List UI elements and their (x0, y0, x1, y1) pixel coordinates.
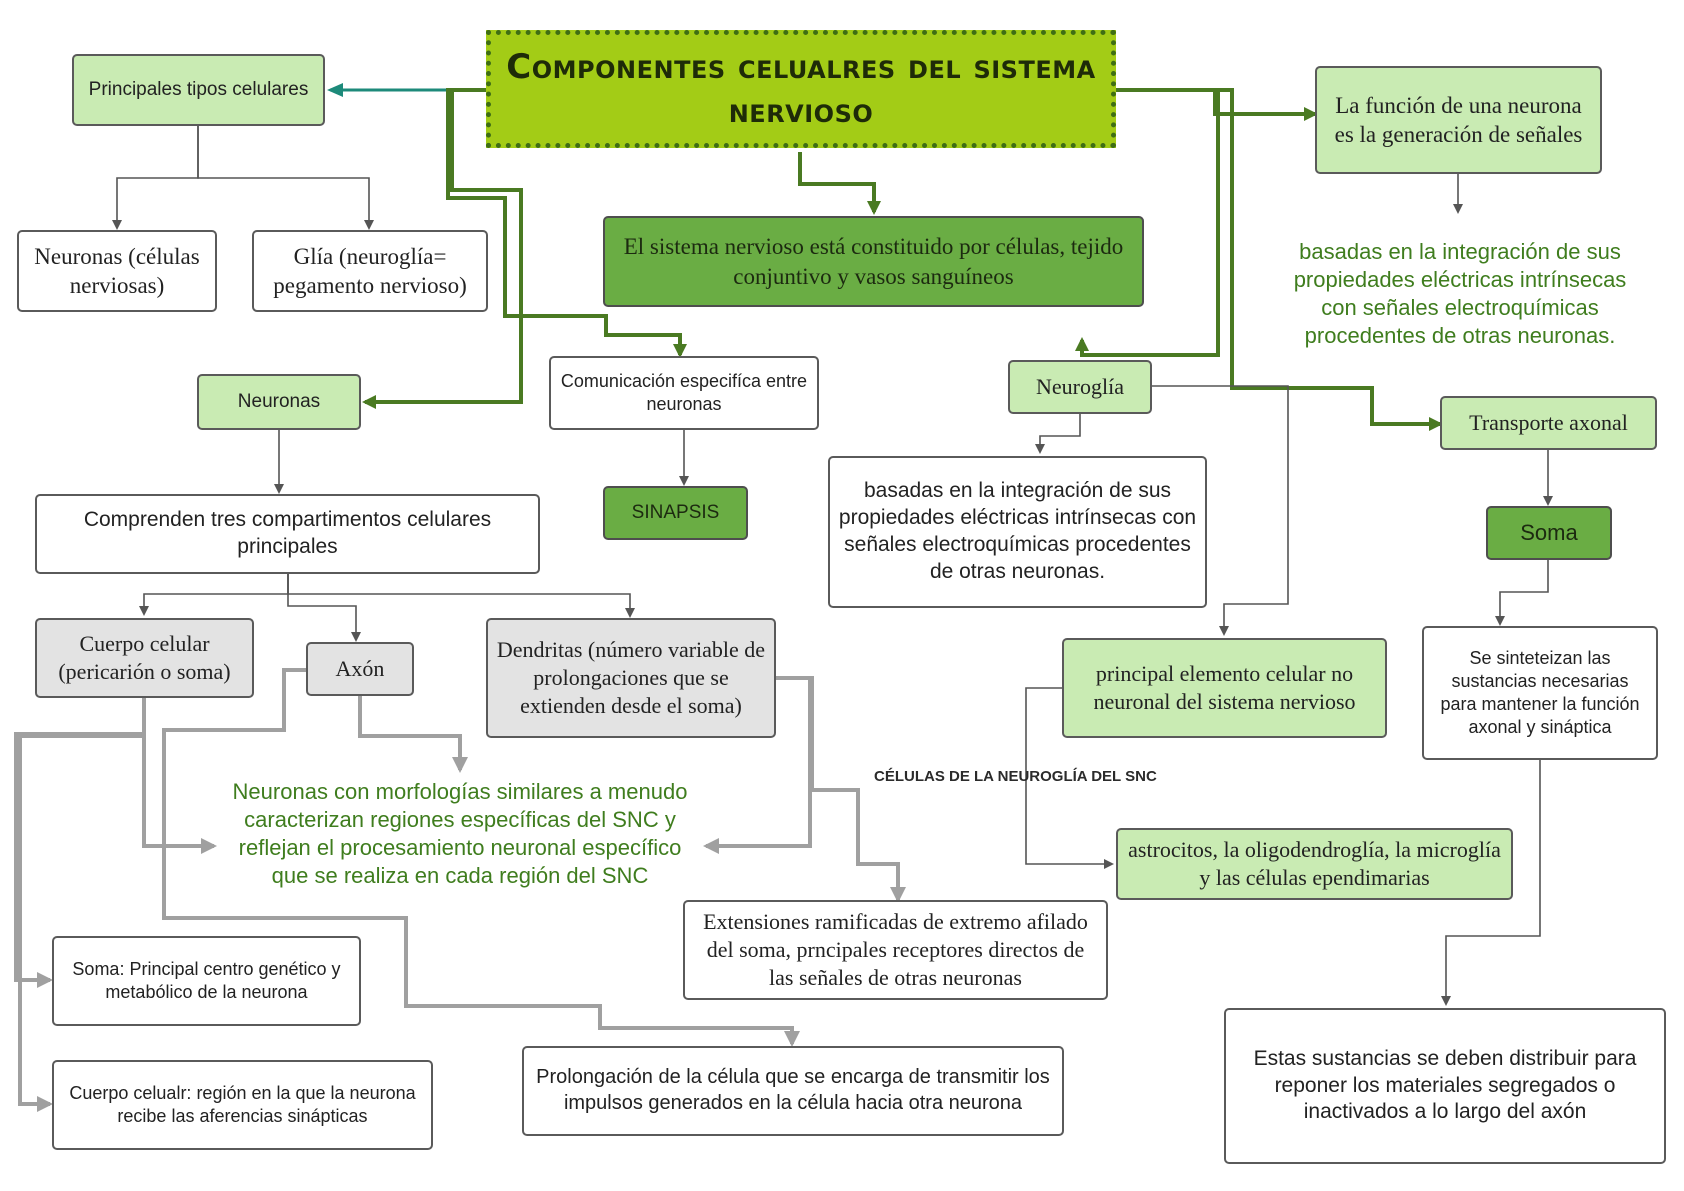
node-astrocitos-label: astrocitos, la oligodendroglía, la micro… (1128, 836, 1501, 890)
node-cuerpo-celualr: Cuerpo celualr: región en la que la neur… (52, 1060, 433, 1150)
edge-cuerpo-to-cuerpo-celualr (18, 698, 146, 1112)
node-comunicacion-label: Comunicación especifíca entre neuronas (560, 370, 808, 414)
label-celulas-neuroglia-text: CÉLULAS DE LA NEUROGLÍA DEL SNC (874, 768, 1157, 785)
node-cuerpo-celular: Cuerpo celular (pericarión o soma) (35, 618, 254, 698)
node-se-sintetizan-label: Se sinteteizan las sustancias necesarias… (1440, 647, 1640, 738)
node-transporte-axonal: Transporte axonal (1440, 396, 1657, 450)
node-neuroglia: Neuroglía (1008, 360, 1152, 414)
node-basadas-center: basadas en la integración de sus propied… (828, 456, 1207, 608)
node-extensiones: Extensiones ramificadas de extremo afila… (683, 900, 1108, 1000)
node-estas-sustancias-label: Estas sustancias se deben distribuir par… (1253, 1046, 1637, 1124)
node-principal-elemento: principal elemento celular no neuronal d… (1062, 638, 1387, 738)
text-basadas-right: basadas en la integración de sus propied… (1275, 238, 1645, 350)
node-funcion-neurona-label: La función de una neurona es la generaci… (1334, 92, 1583, 147)
node-principales-tipos: Principales tipos celulares (72, 54, 325, 126)
node-transporte-axonal-label: Transporte axonal (1469, 409, 1628, 435)
node-basadas-center-label: basadas en la integración de sus propied… (838, 479, 1197, 583)
node-neuronas-label: Neuronas (237, 390, 321, 412)
edge-principales-to-neuronas-celulas (112, 126, 199, 230)
node-prolongacion-label: Prolongación de la célula que se encarga… (536, 1066, 1050, 1114)
node-neuroglia-label: Neuroglía (1036, 373, 1124, 399)
node-comprenden-label: Comprenden tres compartimentos celulares… (83, 508, 492, 558)
map-title: Componentes celualres del sistema nervio… (486, 30, 1116, 148)
edge-neuroglia-to-basadas (1035, 414, 1081, 454)
node-glia: Glía (neuroglía= pegamento nervioso) (252, 230, 488, 312)
node-estas-sustancias: Estas sustancias se deben distribuir par… (1224, 1008, 1666, 1164)
edge-comprenden-to-dendritas (287, 574, 635, 618)
node-principales-tipos-label: Principales tipos celulares (88, 78, 309, 100)
edge-principales-to-glia (197, 126, 374, 230)
node-axon-label: Axón (335, 655, 385, 681)
node-axon: Axón (306, 642, 414, 696)
edge-soma-to-sintetizan (1495, 560, 1549, 626)
text-neuronas-morfologias-label: Neuronas con morfologías similares a men… (232, 779, 688, 888)
node-soma-principal-label: Soma: Principal centro genético y metabó… (72, 958, 341, 1002)
node-astrocitos: astrocitos, la oligodendroglía, la micro… (1116, 828, 1513, 900)
node-se-sintetizan: Se sinteteizan las sustancias necesarias… (1422, 626, 1658, 760)
node-neuronas-celulas-label: Neuronas (células nerviosas) (34, 243, 200, 298)
node-dendritas-label: Dendritas (número variable de prolongaci… (496, 636, 766, 719)
node-sinapsis-label: SINAPSIS (631, 501, 720, 523)
node-sistema-constituido-label: El sistema nervioso está constituido por… (623, 234, 1124, 289)
node-comunicacion: Comunicación especifíca entre neuronas (549, 356, 819, 430)
node-cuerpo-celualr-label: Cuerpo celualr: región en la que la neur… (69, 1082, 416, 1126)
map-title-text: Componentes celualres del sistema nervio… (506, 46, 1096, 131)
node-soma: Soma (1486, 506, 1612, 560)
node-prolongacion: Prolongación de la célula que se encarga… (522, 1046, 1064, 1136)
node-soma-label: Soma (1520, 519, 1578, 545)
node-glia-label: Glía (neuroglía= pegamento nervioso) (273, 243, 467, 298)
node-cuerpo-celular-label: Cuerpo celular (pericarión o soma) (58, 630, 231, 684)
edge-title-to-funcion (1116, 88, 1318, 121)
node-principal-elemento-label: principal elemento celular no neuronal d… (1093, 660, 1356, 714)
node-dendritas: Dendritas (número variable de prolongaci… (486, 618, 776, 738)
edge-cuerpo-to-morfologias (142, 698, 217, 854)
edge-axon-to-morfologias (358, 696, 468, 773)
node-extensiones-label: Extensiones ramificadas de extremo afila… (703, 908, 1088, 991)
edge-title-to-sistema (798, 152, 881, 215)
node-sinapsis: SINAPSIS (603, 486, 748, 540)
node-neuronas-celulas: Neuronas (células nerviosas) (17, 230, 217, 312)
edge-comprenden-to-cuerpo (139, 574, 289, 616)
node-comprenden: Comprenden tres compartimentos celulares… (35, 494, 540, 574)
node-neuronas: Neuronas (197, 374, 361, 430)
node-sistema-constituido: El sistema nervioso está constituido por… (603, 216, 1144, 307)
node-soma-principal: Soma: Principal centro genético y metabó… (52, 936, 361, 1026)
label-celulas-neuroglia: CÉLULAS DE LA NEUROGLÍA DEL SNC (874, 768, 1157, 785)
text-neuronas-morfologias: Neuronas con morfologías similares a men… (222, 778, 698, 890)
text-basadas-right-label: basadas en la integración de sus propied… (1293, 239, 1627, 348)
edge-dendritas-to-extensiones (776, 676, 906, 903)
edge-comprenden-to-axon (287, 574, 361, 642)
node-funcion-neurona: La función de una neurona es la generaci… (1315, 66, 1602, 174)
